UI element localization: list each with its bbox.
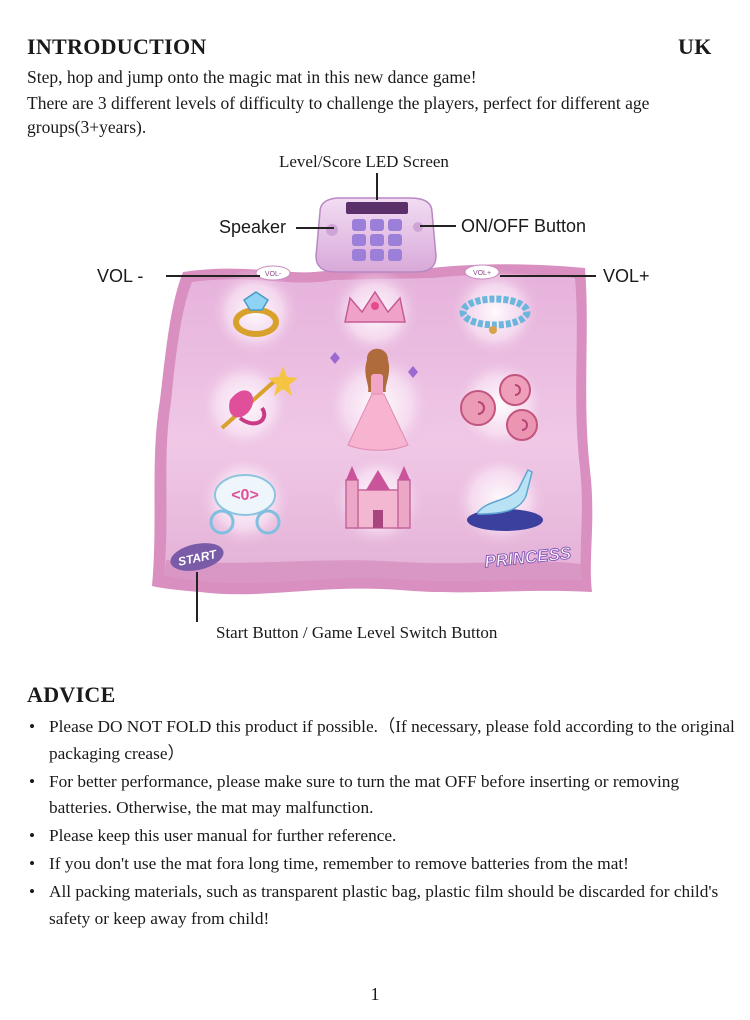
vol-up-pad: VOL+: [464, 264, 500, 280]
vol-up-leader-line: [500, 275, 596, 277]
intro-line-2: There are 3 different levels of difficul…: [27, 93, 650, 137]
list-item: •If you don't use the mat fora long time…: [27, 851, 737, 878]
screen-label: Level/Score LED Screen: [279, 152, 449, 171]
console-button-grid: [352, 219, 402, 261]
console-unit: [315, 197, 437, 273]
vol-down-pad: VOL-: [255, 265, 291, 281]
introduction-heading: INTRODUCTION: [27, 34, 207, 59]
castle-icon: [345, 466, 411, 529]
led-screen: [346, 202, 408, 214]
dance-mat-diagram: <0> START PRINCESS VOL- VOL+: [152, 197, 593, 595]
speaker-icon: [326, 224, 338, 236]
vol-down-label: VOL -: [97, 266, 144, 286]
vol-up-pad-label: VOL+: [473, 270, 491, 277]
bracelet-icon: [459, 295, 531, 334]
start-pad: START: [170, 543, 224, 571]
roses-icon: [460, 374, 538, 441]
speaker-label: Speaker: [219, 217, 287, 237]
screen-leader-line: [376, 173, 378, 200]
princess-icon: [330, 348, 418, 451]
vol-down-pad-label: VOL-: [265, 271, 282, 278]
start-leader-line: [196, 572, 198, 622]
carriage-icon: <0>: [209, 474, 281, 535]
bullet: •: [29, 854, 36, 873]
advice-heading: ADVICE: [27, 682, 116, 707]
power-leader-line: [420, 225, 456, 227]
list-item: •All packing materials, such as transpar…: [27, 879, 737, 932]
region-label: UK: [678, 34, 712, 59]
bullet: •: [29, 826, 36, 845]
list-item: •Please DO NOT FOLD this product if poss…: [27, 714, 737, 767]
ring-icon: [233, 291, 279, 337]
intro-line-1: Step, hop and jump onto the magic mat in…: [27, 67, 477, 87]
svg-text:<0>: <0>: [231, 487, 259, 504]
bullet: •: [29, 771, 36, 791]
wand-icon: [220, 366, 298, 430]
power-button-label: ON/OFF Button: [461, 216, 587, 236]
list-item: •For better performance, please make sur…: [27, 769, 737, 822]
bullet: •: [29, 717, 36, 736]
power-button-icon: [413, 222, 423, 232]
start-button-label: Start Button / Game Level Switch Button: [216, 623, 498, 642]
list-item: •Please keep this user manual for furthe…: [27, 823, 737, 850]
advice-list: •Please DO NOT FOLD this product if poss…: [27, 714, 737, 934]
vol-up-label: VOL+: [603, 266, 650, 286]
page-number: 1: [370, 984, 380, 1004]
slipper-icon: [467, 468, 543, 531]
tiara-icon: [344, 290, 406, 323]
speaker-leader-line: [296, 227, 334, 229]
bullet: •: [29, 882, 36, 901]
vol-down-leader-line: [166, 275, 260, 277]
